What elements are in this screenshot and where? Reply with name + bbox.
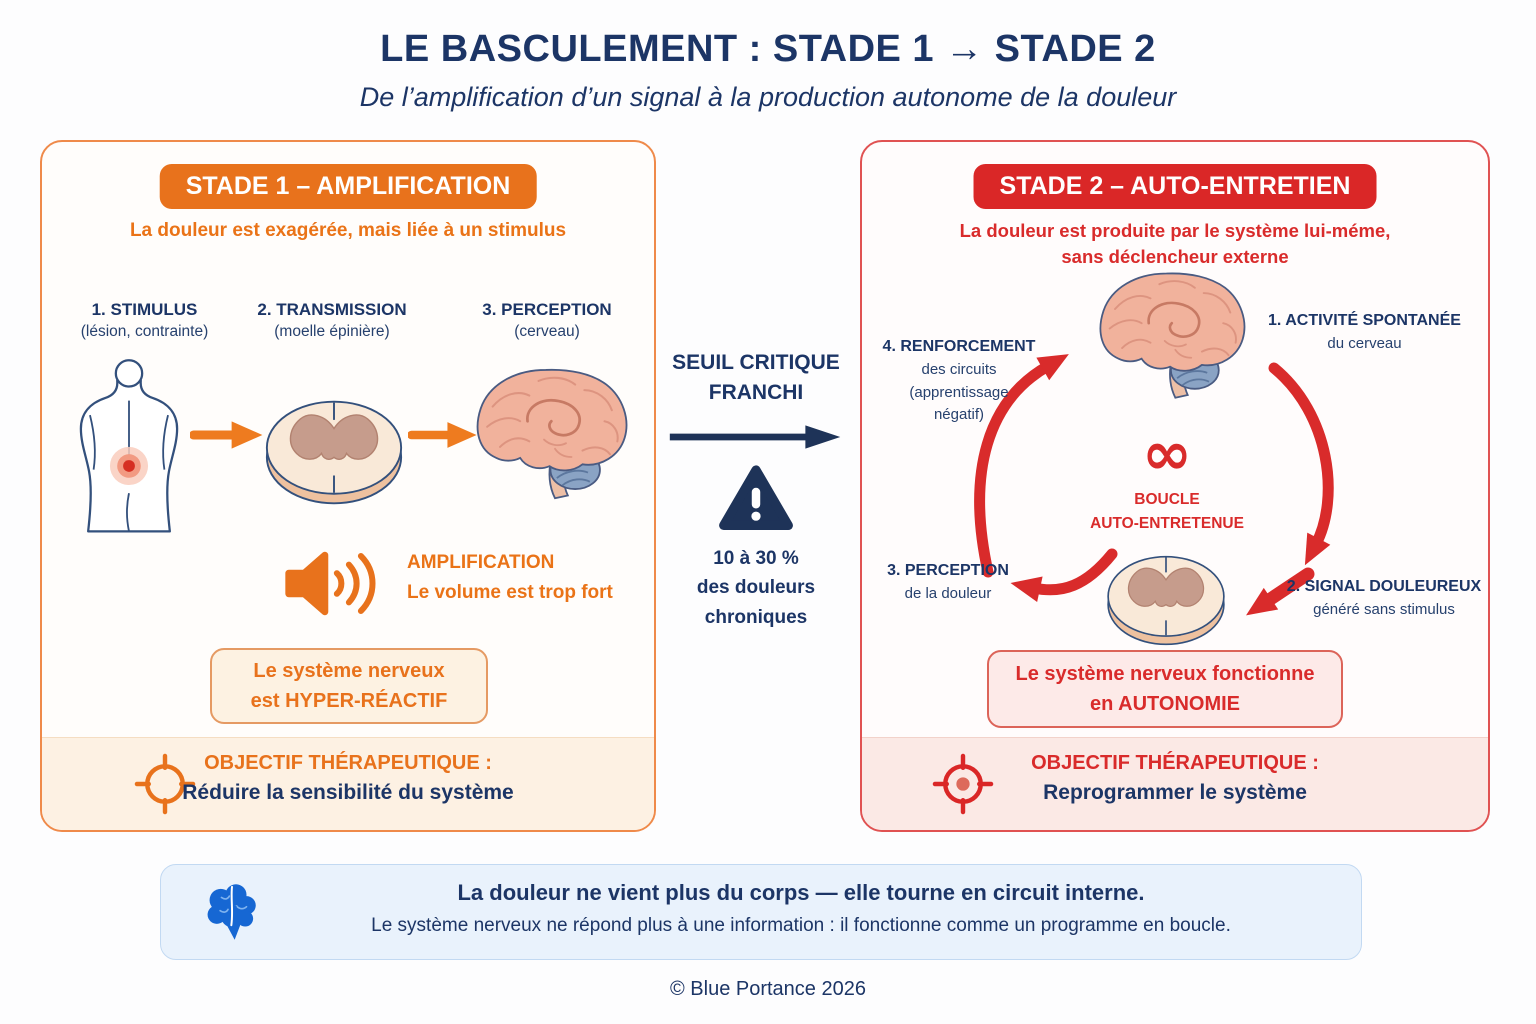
objective-main: Reprogrammer le système (1043, 781, 1307, 804)
step-subtitle: (cerveau) (514, 323, 580, 340)
loop-step1-label: 1. ACTIVITÉ SPONTANÉE du cerveau (1252, 312, 1477, 356)
step-subtitle: (moelle épinière) (274, 323, 390, 340)
objective-label: OBJECTIF THÉRAPEUTIQUE : (1031, 752, 1319, 774)
warning-triangle-icon (719, 465, 793, 531)
infinity-loop-icon: ∞ (1142, 419, 1192, 489)
loop-step-title: 2. SIGNAL DOULEUREUX (1286, 578, 1482, 595)
stage2-callout-box: Le système nerveux fonctionne en AUTONOM… (987, 650, 1343, 728)
stage2-objective-text: OBJECTIF THÉRAPEUTIQUE : Reprogrammer le… (862, 752, 1488, 805)
stage2-badge: STADE 2 – AUTO-ENTRETIEN (973, 164, 1377, 209)
target-crosshair-icon (134, 753, 196, 815)
self-sustaining-loop-label: BOUCLE AUTO-ENTRETENUE (1042, 488, 1292, 536)
spinal-cord-cross-section (262, 394, 406, 511)
critical-threshold-title: SEUIL CRITIQUE FRANCHI (656, 348, 856, 409)
amplification-caption: AMPLIFICATION Le volume est trop fort (407, 552, 613, 604)
loop-step-subtitle: des circuits (apprentissage négatif) (874, 359, 1044, 427)
objective-label: OBJECTIF THÉRAPEUTIQUE : (204, 752, 492, 774)
human-back-figure (70, 357, 188, 535)
spinal-cord-cross-section (1104, 550, 1228, 651)
blue-brain-icon (207, 884, 256, 940)
stage2-objective-band: OBJECTIF THÉRAPEUTIQUE : Reprogrammer le… (862, 737, 1488, 830)
threshold-line: SEUIL CRITIQUE (672, 351, 840, 374)
loop-sub-line: des circuits (921, 361, 997, 378)
summary-banner: La douleur ne vient plus du corps — elle… (160, 864, 1362, 960)
tagline-line: La douleur est produite par le système l… (959, 220, 1391, 241)
loop-step-subtitle: du cerveau (1327, 335, 1402, 352)
loop-center-line: AUTO-ENTRETENUE (1090, 515, 1244, 533)
chronic-pain-stat: 10 à 30 % des douleurs chroniques (656, 544, 856, 632)
tagline-line: sans déclencheur externe (1061, 246, 1289, 268)
copyright: © Blue Portance 2026 (670, 978, 866, 1000)
loop-arrows-icon (974, 354, 1334, 616)
callout-line: Le système nerveux (253, 660, 445, 682)
callout-line: est HYPER-RÉACTIF (250, 690, 448, 712)
page-title: LE BASCULEMENT : STADE 1 → STADE 2 (380, 28, 1156, 70)
step-title: 2. TRANSMISSION (257, 300, 407, 319)
summary-text: La douleur ne vient plus du corps — elle… (271, 880, 1331, 937)
brain-illustration (1090, 270, 1250, 403)
loop-step2-label: 2. SIGNAL DOULEUREUX généré sans stimulu… (1286, 578, 1482, 622)
page-subtitle: De l’amplification d’un signal à la prod… (359, 82, 1177, 112)
stage1-panel: STADE 1 – AMPLIFICATION La douleur est e… (40, 140, 656, 832)
loop-step4-label: 4. RENFORCEMENT des circuits (apprentiss… (874, 338, 1044, 427)
arrow-right-icon (190, 421, 263, 449)
transition-arrow-icon (669, 425, 841, 449)
stage1-objective-text: OBJECTIF THÉRAPEUTIQUE : Réduire la sens… (42, 752, 654, 805)
step-title: 3. PERCEPTION (482, 300, 612, 319)
objective-main: Réduire la sensibilité du système (182, 781, 514, 804)
loop-center-line: BOUCLE (1134, 491, 1200, 508)
amplification-subtitle: Le volume est trop fort (407, 582, 613, 603)
stage1-step-transmission: 2. TRANSMISSION (moelle épinière) (242, 300, 422, 341)
arrow-right-icon (408, 422, 477, 448)
step-subtitle: (lésion, contrainte) (80, 323, 209, 340)
stage1-callout-box: Le système nerveux est HYPER-RÉACTIF (210, 648, 488, 724)
callout-line: Le système nerveux fonctionne (1015, 663, 1315, 685)
stage2-panel: STADE 2 – AUTO-ENTRETIEN La douleur est … (860, 140, 1490, 832)
target-crosshair-icon (932, 753, 994, 815)
stat-line: des douleurs (696, 577, 816, 599)
loop-step-subtitle: de la douleur (904, 585, 992, 602)
stage1-step-stimulus: 1. STIMULUS (lésion, contrainte) (57, 300, 232, 341)
threshold-line: FRANCHI (708, 381, 804, 405)
transition-column: SEUIL CRITIQUE FRANCHI 10 à 30 % des dou… (656, 140, 856, 832)
loop-step-title: 4. RENFORCEMENT (882, 338, 1036, 355)
speaker-amplification-icon (285, 551, 376, 616)
loop-step-title: 1. ACTIVITÉ SPONTANÉE (1268, 312, 1461, 329)
stage1-tagline: La douleur est exagérée, mais liée à un … (129, 220, 567, 241)
loop-sub-line: (apprentissage (909, 383, 1009, 401)
stat-line: 10 à 30 % (713, 548, 799, 569)
stage2-tagline: La douleur est produite par le système l… (862, 218, 1488, 271)
loop-step-subtitle: généré sans stimulus (1313, 601, 1455, 618)
summary-line1: La douleur ne vient plus du corps — elle… (457, 880, 1145, 905)
brain-illustration (467, 366, 632, 504)
stage1-step-perception: 3. PERCEPTION (cerveau) (457, 300, 637, 341)
loop-step-title: 3. PERCEPTION (887, 562, 1009, 579)
summary-line2: Le système nerveux ne répond plus à une … (371, 915, 1231, 936)
stat-line: chroniques (704, 606, 808, 628)
loop-sub-line: négatif) (933, 406, 985, 423)
step-title: 1. STIMULUS (91, 300, 198, 319)
stage1-objective-band: OBJECTIF THÉRAPEUTIQUE : Réduire la sens… (42, 737, 654, 830)
stage1-badge: STADE 1 – AMPLIFICATION (159, 164, 537, 209)
amplification-title: AMPLIFICATION (407, 552, 555, 573)
callout-line: en AUTONOMIE (1089, 693, 1240, 715)
loop-step3-label: 3. PERCEPTION de la douleur (874, 562, 1022, 606)
